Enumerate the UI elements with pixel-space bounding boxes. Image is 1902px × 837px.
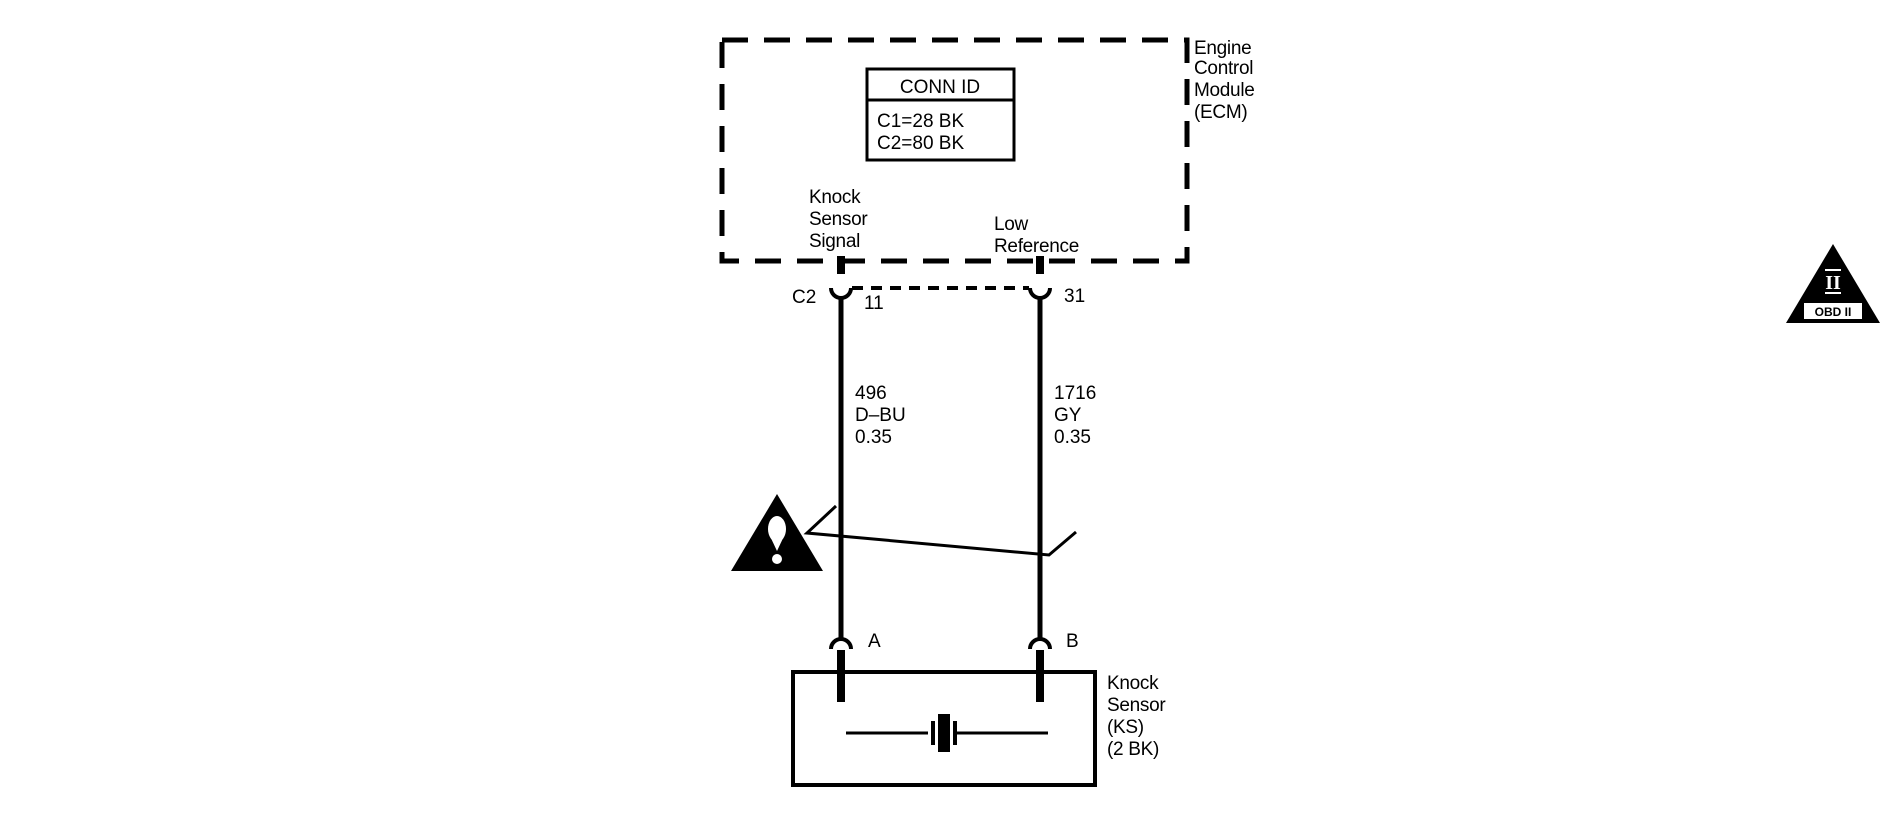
low-ref-wire-label: 1716 GY 0.35 (1054, 383, 1102, 448)
obd-ii-label: OBD II (1815, 305, 1852, 319)
twisted-pair-symbol (803, 504, 1077, 557)
piezo-element-icon (846, 714, 1048, 752)
sensor-connector (829, 637, 1052, 694)
low-reference-label: Low Reference (994, 214, 1079, 257)
conn-id-box: CONN ID C1=28 BK C2=80 BK (865, 67, 1016, 162)
sensor-pin-a: A (868, 631, 881, 652)
caution-triangle-icon (731, 494, 823, 571)
conn-id-row: C1=28 BK (877, 111, 964, 132)
obd-ii-icon: II OBD II (1786, 244, 1880, 323)
ecm-name: Engine Control Module (ECM) (1194, 38, 1260, 123)
signal-pin-number: 11 (864, 293, 884, 314)
connector-id: C2 (792, 287, 816, 308)
conn-id-row: C2=80 BK (877, 133, 964, 154)
ecm-boundary (719, 37, 1190, 264)
obd-ii-numeral: II (1825, 272, 1841, 294)
knock-sensor-box (791, 670, 1097, 787)
low-ref-pin-number: 31 (1064, 286, 1085, 307)
knock-sensor-signal-label: Knock Sensor Signal (809, 187, 872, 252)
conn-id-title: CONN ID (900, 77, 980, 98)
knock-sensor-name: Knock Sensor (KS) (2 BK) (1107, 673, 1170, 760)
signal-wire-label: 496 D–BU 0.35 (855, 383, 911, 448)
sensor-pin-b: B (1066, 631, 1079, 652)
